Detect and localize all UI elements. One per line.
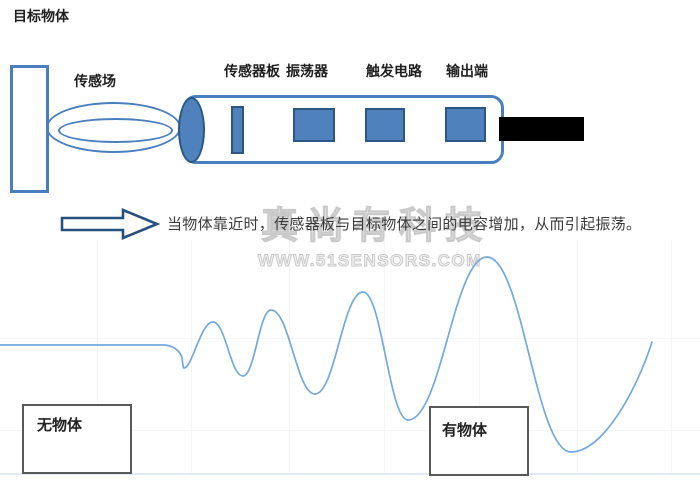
output-block <box>445 107 486 142</box>
oscillator-label: 振荡器 <box>286 63 328 79</box>
watermark-site: WWW.51SENSORS.COM <box>258 251 482 271</box>
no-object-box: 无物体 <box>22 404 132 474</box>
watermark-brand: 真尚有科技 <box>260 204 491 246</box>
caption-text: 当物体靠近时，传感器板与目标物体之间的电容增加，从而引起振荡。 <box>167 216 642 233</box>
gridline-vertical <box>479 240 480 475</box>
with-object-box: 有物体 <box>429 406 529 476</box>
trigger-circuit-block <box>365 108 405 142</box>
output-terminal-label: 输出端 <box>446 63 488 79</box>
sensor-field-ellipse-inner <box>58 118 173 143</box>
target-object-label: 目标物体 <box>13 8 69 24</box>
no-object-label: 无物体 <box>37 417 83 434</box>
sensor-board-plate <box>231 106 244 154</box>
oscillator-block <box>293 108 335 142</box>
gridline-horizontal <box>0 430 700 431</box>
chart-baseline <box>0 473 700 475</box>
right-arrow-icon <box>60 208 161 240</box>
with-object-label: 有物体 <box>442 422 488 439</box>
gridline-vertical <box>384 240 385 475</box>
target-object-plate <box>10 65 49 193</box>
gridline-horizontal <box>0 338 700 339</box>
trigger-circuit-label: 触发电路 <box>366 63 422 79</box>
gridline-vertical <box>577 240 578 475</box>
gridline-vertical <box>97 240 98 475</box>
sensor-board-label: 传感器板 <box>224 63 280 79</box>
output-cable <box>499 117 584 141</box>
gridline-vertical <box>671 240 672 475</box>
sensor-housing-end-cap <box>178 97 205 163</box>
gridline-vertical <box>289 240 290 475</box>
sensor-field-label: 传感场 <box>74 73 116 89</box>
